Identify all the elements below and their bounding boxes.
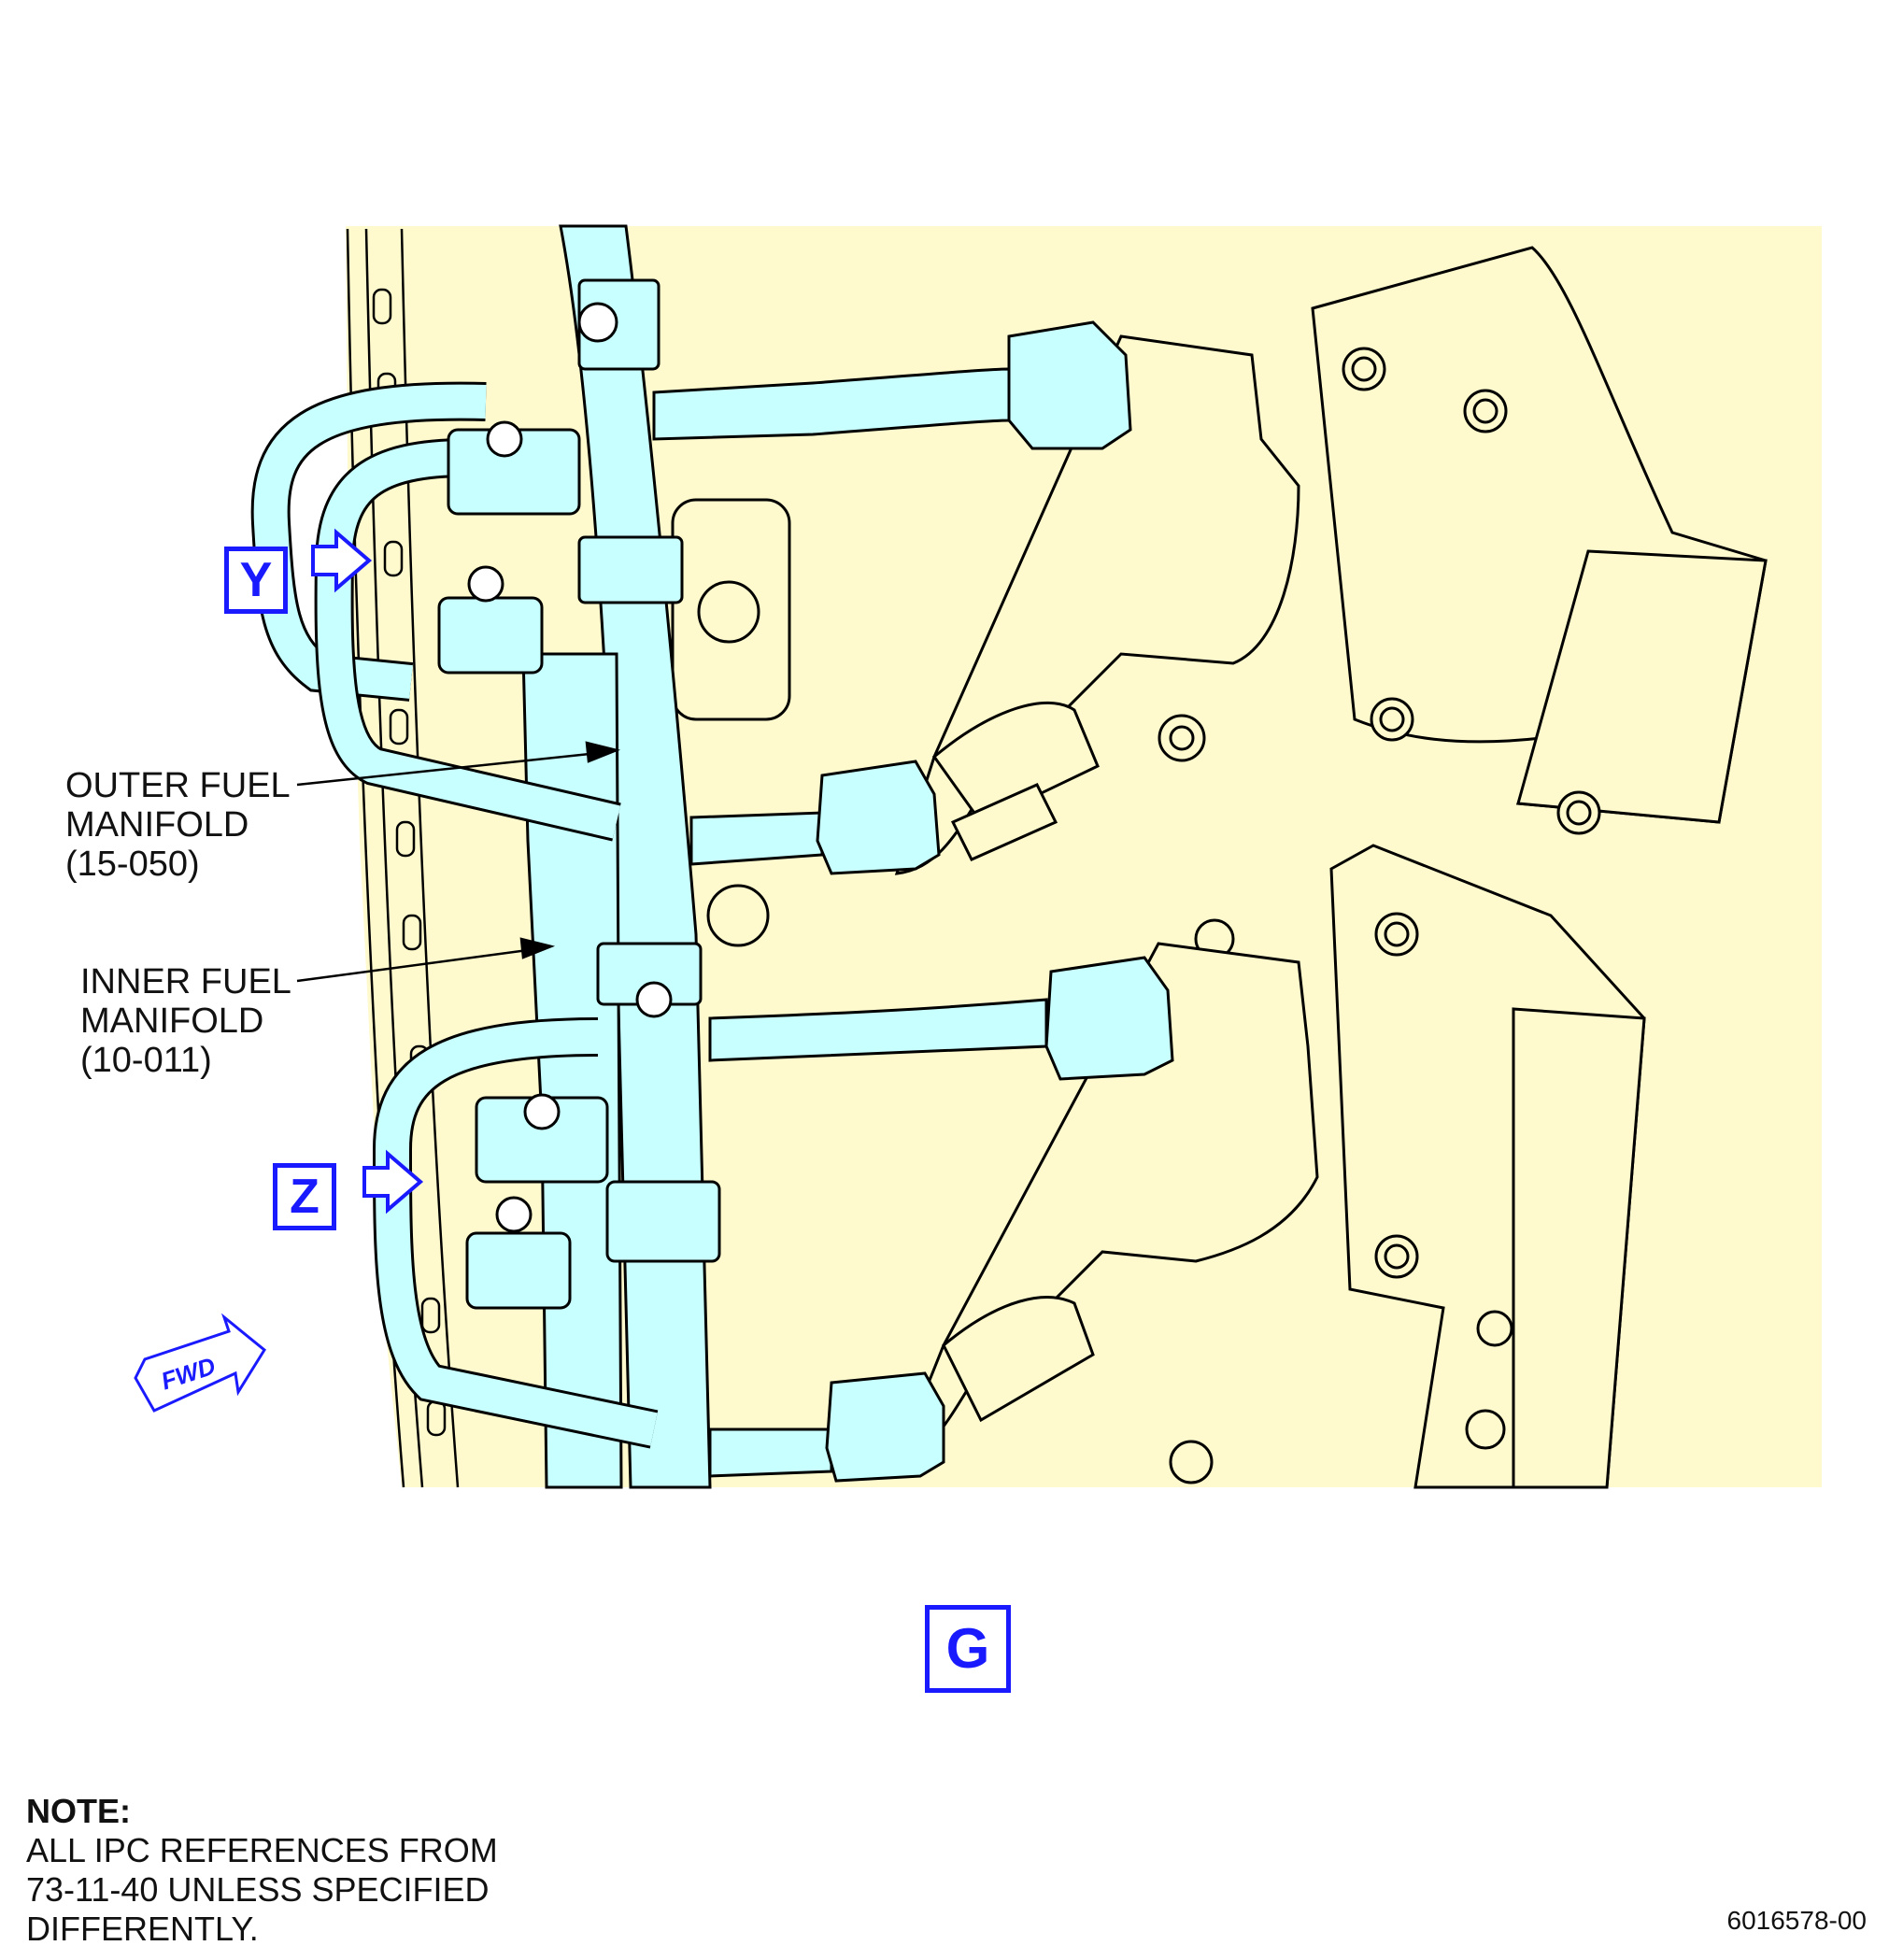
clamp-bolts (467, 302, 673, 1233)
tube-nuts (816, 320, 1174, 1483)
note-title: NOTE: (26, 1792, 131, 1830)
view-label-y: Y (224, 547, 288, 614)
view-label-z: Z (273, 1163, 336, 1230)
note-body: ALL IPC REFERENCES FROM 73-11-40 UNLESS … (26, 1831, 498, 1948)
callout-inner-fuel-manifold: INNER FUEL MANIFOLD (10-011) (80, 962, 291, 1080)
mount-bracket-lower (1158, 714, 1646, 1489)
fuel-supply-tubes (652, 367, 1048, 1478)
fuel-nozzle-lower (894, 942, 1319, 1464)
pigtail-tube-lower (372, 1017, 659, 1449)
view-arrow-y (311, 528, 373, 593)
leader-lines (296, 741, 621, 983)
fwd-arrow (134, 1313, 266, 1413)
mount-pads (671, 498, 791, 947)
mount-bracket-upper (1311, 246, 1768, 835)
view-arrow-z (362, 1149, 424, 1214)
view-label-g: G (925, 1605, 1011, 1693)
callout-outer-fuel-manifold: OUTER FUEL MANIFOLD (15-050) (65, 766, 291, 884)
figure-number: 6016578-00 (1726, 1906, 1867, 1935)
